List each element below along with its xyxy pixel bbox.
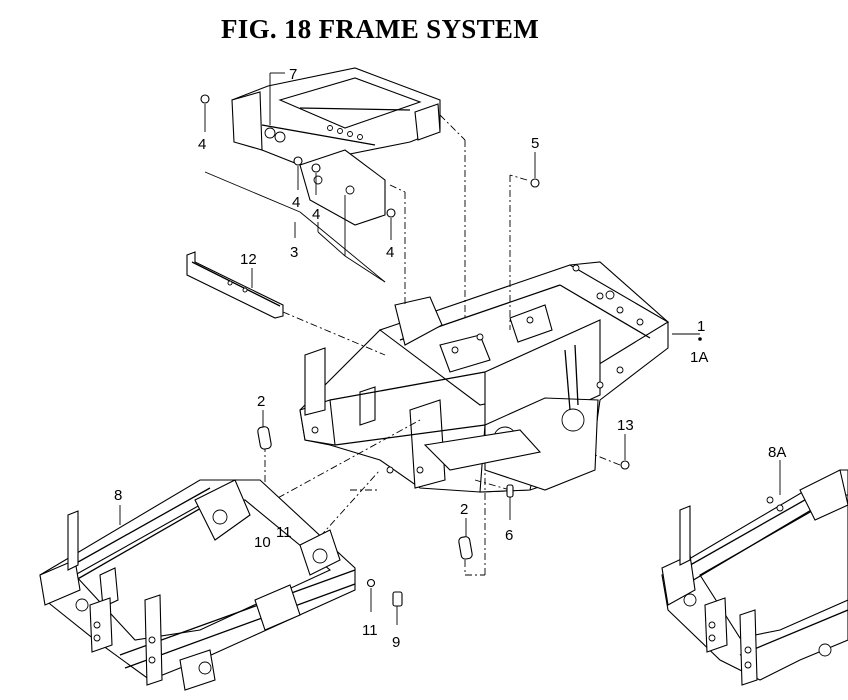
seat-mount-leaders: [204, 72, 392, 283]
callout-labels: 7 4 4 4 4 3 5 12 1 1A 2 2 13 8 8A 10 11 …: [114, 66, 786, 651]
callout-4: 4: [292, 194, 300, 211]
callout-4: 4: [198, 136, 206, 153]
assembly-centerlines: [264, 114, 621, 576]
front-subframe-part-8a: [661, 469, 848, 686]
callout-1: 1: [697, 318, 705, 335]
callout-7: 7: [289, 66, 297, 83]
callout-2: 2: [257, 393, 265, 410]
callout-2: 2: [460, 501, 468, 518]
callout-1a: 1A: [690, 349, 708, 366]
callout-8a: 8A: [768, 444, 786, 461]
callout-12: 12: [240, 251, 257, 268]
callout-8: 8: [114, 487, 122, 504]
callout-6: 6: [505, 527, 513, 544]
pins-part-2: [257, 410, 473, 560]
bracket-part-12: [186, 251, 284, 319]
callout-5: 5: [531, 135, 539, 152]
callout-11: 11: [276, 524, 292, 541]
callout-13: 13: [617, 417, 634, 434]
callout-11: 11: [362, 622, 378, 639]
main-leaders: [119, 268, 781, 525]
callout-4: 4: [312, 206, 320, 223]
figure-title: FIG. 18 FRAME SYSTEM: [220, 14, 540, 44]
callout-4: 4: [386, 244, 394, 261]
callout-3: 3: [290, 244, 298, 261]
callout-9: 9: [392, 634, 400, 651]
callout-10: 10: [254, 534, 271, 551]
seat-mount-frame: [200, 67, 441, 226]
front-subframe-part-8: [39, 479, 356, 691]
main-frame: [299, 261, 670, 493]
